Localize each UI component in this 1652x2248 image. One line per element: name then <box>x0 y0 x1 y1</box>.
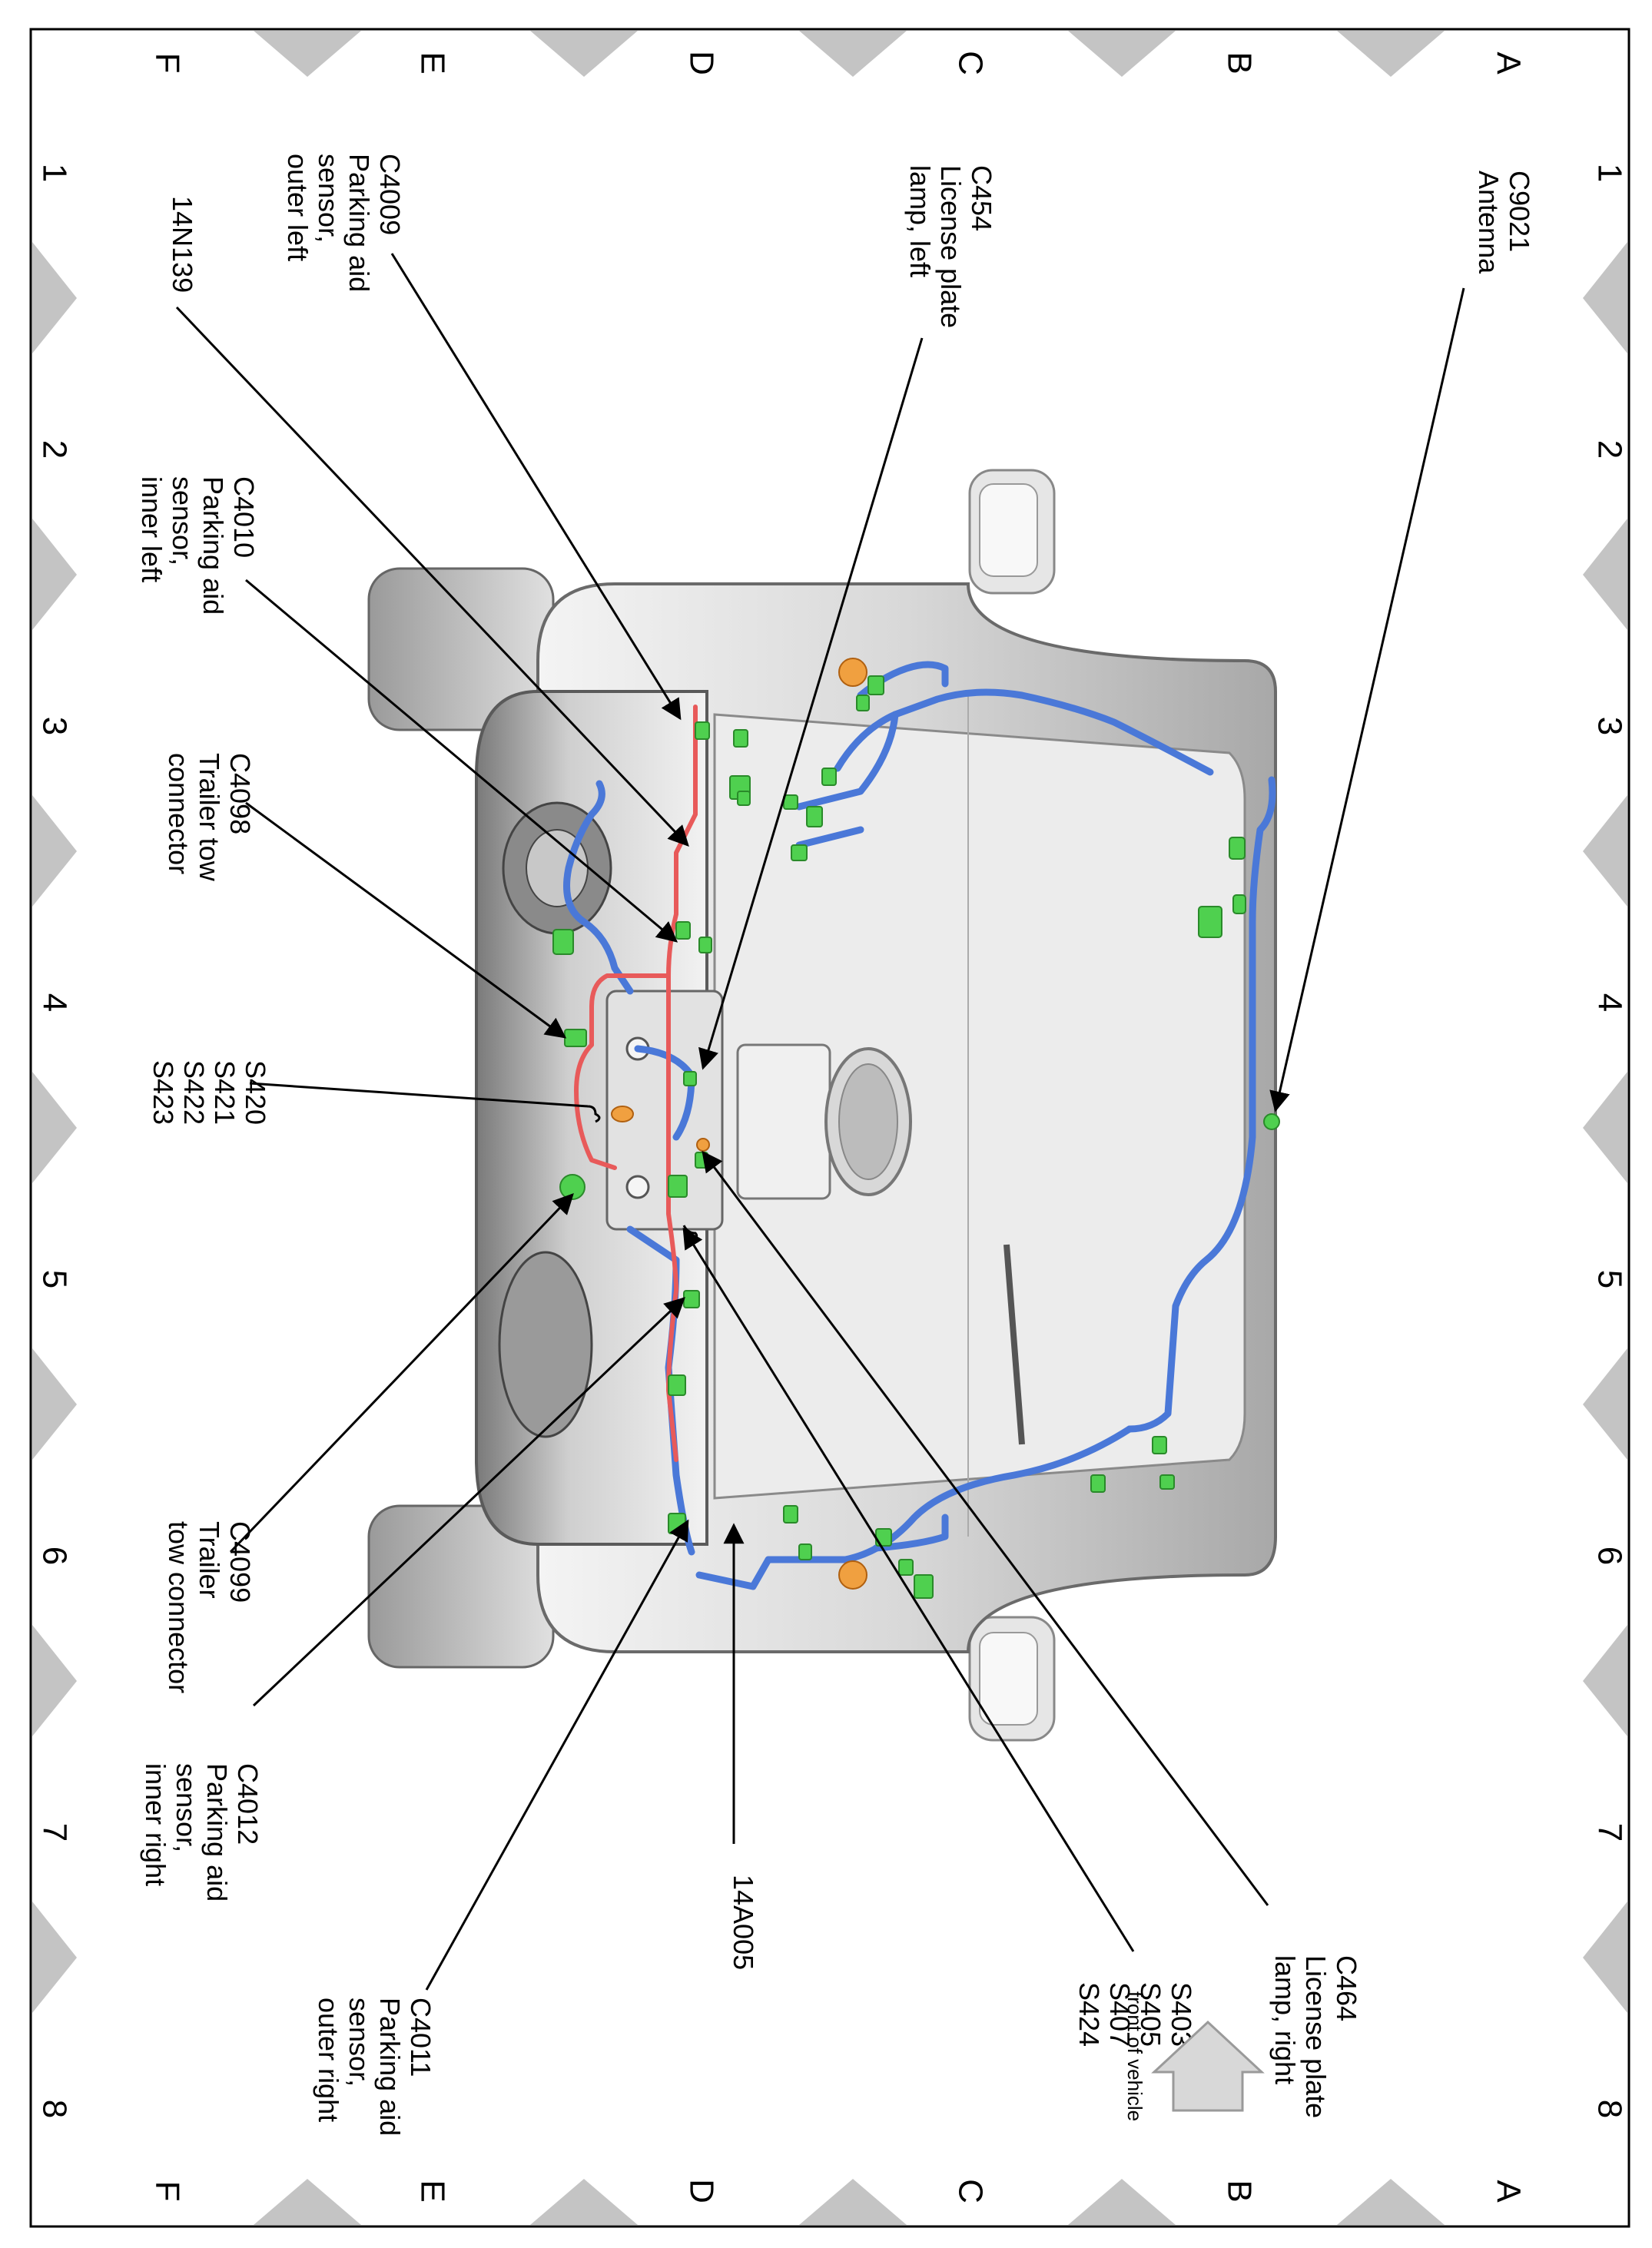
callout-c464-line: License plate <box>1300 1955 1332 2118</box>
grid-column-label-left: 4 <box>35 993 73 1012</box>
grid-column-label-left: 5 <box>35 1270 73 1288</box>
front-of-vehicle-label: front of vehicle <box>1123 1991 1146 2121</box>
callout-14n139: 14N139 <box>167 196 198 293</box>
grid-column-label-right: 8 <box>1591 2100 1628 2118</box>
grid-column-label-right: 3 <box>1591 717 1628 735</box>
grid-row-label-bottom: E <box>413 2180 451 2202</box>
callout-s420-line: S423 <box>148 1060 179 1125</box>
callout-c4098-line: C4098 <box>224 753 256 834</box>
callout-s420-line: S422 <box>178 1060 210 1125</box>
grid-row-label-top: B <box>1220 51 1258 74</box>
grommets <box>611 658 867 1590</box>
leader-lines <box>175 253 1465 1991</box>
callout-s420-line: S420 <box>240 1060 271 1125</box>
callout-14a005: 14A005 <box>728 1875 759 1970</box>
callout-c4009-line: sensor, <box>313 154 344 243</box>
callout-c4011-line: Parking aid <box>374 1998 406 2136</box>
grid-row-label-bottom: D <box>682 2179 720 2203</box>
grid-row-label-bottom: B <box>1220 2180 1258 2202</box>
callout-c4012-line: inner right <box>140 1763 171 1886</box>
callout-c4099-line: tow connector <box>163 1521 194 1693</box>
liftgate <box>713 713 1246 1500</box>
callout-c4011-line: C4011 <box>405 1998 436 2077</box>
callout-s403-line: S405 <box>1135 1982 1166 2047</box>
callout-c454-line: License plate <box>935 165 967 328</box>
front-arrow-icon <box>1151 2020 1265 2112</box>
callout-c9021-line: C9021 <box>1504 171 1535 252</box>
grid-row-labels-bottom: A B C D E F <box>148 2179 1527 2203</box>
callout-14a005-line: 14A005 <box>728 1875 759 1970</box>
grid-column-label-right: 2 <box>1591 440 1628 459</box>
grid-row-label-top: E <box>413 51 451 74</box>
callout-s403-line: S424 <box>1073 1982 1105 2047</box>
grid-row-label-top: A <box>1489 51 1527 75</box>
grid-column-label-right: 4 <box>1591 993 1628 1012</box>
wiring-harness-red <box>574 705 698 1462</box>
callout-c4099-line: Trailer <box>194 1521 225 1599</box>
callout-c4009-line: Parking aid <box>343 154 375 292</box>
callout-c454-line: C454 <box>966 165 997 231</box>
license-plate-recess <box>736 1043 831 1200</box>
grid-column-label-left: 8 <box>35 2100 73 2118</box>
grid-column-label-left: 3 <box>35 717 73 735</box>
grid-column-label-left: 7 <box>35 1823 73 1842</box>
grid-column-label-right: 5 <box>1591 1270 1628 1288</box>
grid-row-labels-top: A B C D E F <box>148 51 1527 75</box>
callout-c4012-line: Parking aid <box>201 1763 233 1902</box>
callout-c4012-line: C4012 <box>232 1763 264 1845</box>
grid-row-label-top: F <box>148 53 186 74</box>
callout-s420-line: S421 <box>209 1060 241 1125</box>
grid-row-label-bottom: C <box>951 2179 989 2203</box>
grid-row-label-bottom: A <box>1489 2180 1527 2203</box>
grid-row-label-top: C <box>951 51 989 75</box>
callout-c464-line: lamp, right <box>1269 1955 1301 2084</box>
grid-column-labels-right: 1 2 3 4 5 6 7 8 <box>1591 164 1628 2118</box>
callout-c9021-line: Antenna <box>1473 171 1504 274</box>
grid-column-label-right: 7 <box>1591 1823 1628 1842</box>
grid-column-labels-left: 1 2 3 4 5 6 7 8 <box>35 164 73 2118</box>
grid-column-label-left: 6 <box>35 1547 73 1565</box>
grid-column-label-left: 1 <box>35 164 73 182</box>
vehicle-illustration <box>367 469 1277 1742</box>
callout-c4010-line: inner left <box>136 476 168 582</box>
callout-c4098-line: Trailer tow <box>194 753 225 882</box>
callout-c464-line: C464 <box>1331 1955 1362 2021</box>
grid-row-label-bottom: F <box>148 2181 186 2202</box>
callout-c4099-line: C4099 <box>224 1521 256 1603</box>
grid-column-label-left: 2 <box>35 440 73 459</box>
callout-c4010-line: Parking aid <box>197 476 229 615</box>
callout-c4098-line: connector <box>163 753 194 874</box>
callout-c4010-line: C4010 <box>228 476 260 558</box>
callout-c4011-line: outer right <box>313 1998 344 2122</box>
callout-s403-line: S407 <box>1104 1982 1136 2047</box>
callout-c4009-line: outer left <box>282 154 313 261</box>
grid-row-label-top: D <box>682 51 720 75</box>
underbody-component <box>498 1251 593 1438</box>
grid-markers <box>32 31 1627 2225</box>
callout-c454-line: lamp, left <box>904 165 936 277</box>
grid-column-label-right: 6 <box>1591 1547 1628 1565</box>
rear-wiper <box>1003 1244 1025 1445</box>
grid-column-label-right: 1 <box>1591 164 1628 182</box>
connectors <box>552 675 1280 1599</box>
front-of-vehicle-indicator: front of vehicle <box>1123 1991 1265 2121</box>
callout-14n139-line: 14N139 <box>167 196 198 293</box>
callout-c4010-line: sensor, <box>167 476 198 565</box>
callout-c4009-line: C4009 <box>374 154 406 235</box>
callout-c4012-line: sensor, <box>171 1763 202 1852</box>
callout-c4011-line: sensor, <box>343 1998 375 2087</box>
